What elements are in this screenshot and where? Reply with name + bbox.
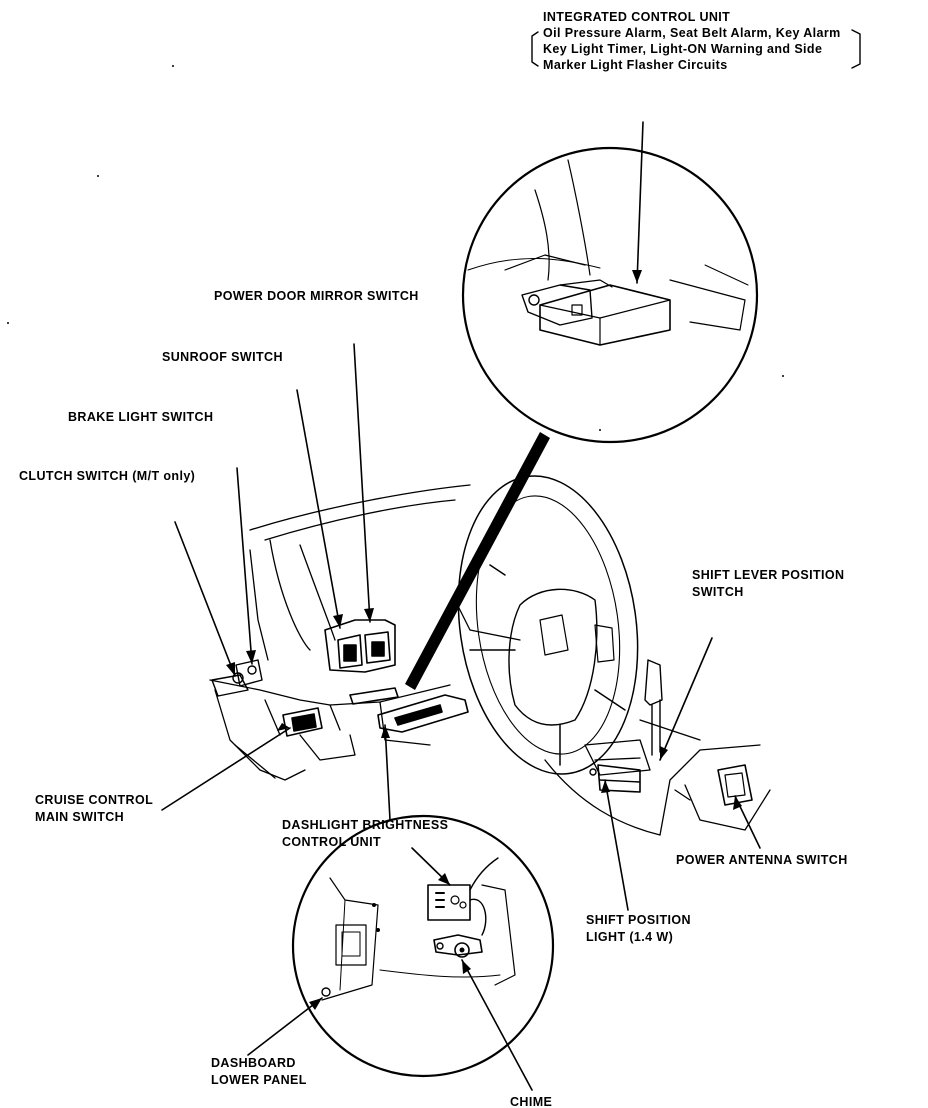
leader-cruise-switch (161, 727, 291, 811)
sunroof-switch-label: SUNROOF SWITCH (162, 350, 283, 364)
steering-wheel (457, 475, 639, 775)
leader-shift-lever-switch (659, 637, 713, 761)
leader-clutch-switch (174, 521, 236, 677)
pedal-switches (211, 659, 263, 697)
icu-line-3: Marker Light Flasher Circuits (543, 58, 728, 72)
icu-line-1: Oil Pressure Alarm, Seat Belt Alarm, Key… (543, 26, 841, 40)
brake-light-switch-label: BRAKE LIGHT SWITCH (68, 410, 214, 424)
power-antenna-switch-label: POWER ANTENNA SWITCH (676, 853, 848, 867)
shift-lever-position-switch-label: SHIFT LEVER POSITION SWITCH (692, 568, 845, 599)
icu-label: INTEGRATED CONTROL UNIT Oil Pressure Ala… (543, 9, 841, 73)
icu-label-bracket (531, 29, 861, 69)
chime-detail-circle (291, 814, 555, 1078)
leader-sunroof-switch (296, 389, 341, 629)
arrowhead-clutch-switch (226, 662, 235, 676)
arrowhead-dimmer-in-circle (438, 873, 450, 885)
switch-cluster (324, 619, 399, 705)
arrowhead-antenna-switch (733, 796, 742, 810)
icu-detail-circle (461, 146, 759, 444)
leader-lower-panel (247, 997, 323, 1056)
arrowhead-sunroof-switch (333, 614, 343, 628)
arrowheads (226, 270, 742, 1010)
dashboard-body (209, 484, 771, 836)
cruise-control-main-switch-label: CRUISE CONTROL MAIN SWITCH (35, 793, 154, 824)
column-lever-switch (377, 694, 469, 733)
icu-title: INTEGRATED CONTROL UNIT (543, 10, 731, 24)
arrowhead-shift-light (601, 780, 610, 793)
arrowhead-icu (632, 270, 642, 283)
arrowhead-chime (462, 960, 471, 974)
leader-lines (161, 121, 761, 1091)
cruise-switch (282, 707, 323, 737)
chime-label: CHIME (510, 1095, 553, 1108)
leader-shift-light (604, 779, 629, 911)
shift-position-light-label: SHIFT POSITION LIGHT (1.4 W) (586, 913, 691, 944)
arrowhead-lower-panel (309, 998, 322, 1010)
arrowhead-mirror-switch (364, 608, 374, 622)
dashboard-lower-panel-label: DASHBOARD LOWER PANEL (211, 1056, 307, 1087)
shift-lever (589, 659, 753, 806)
power-door-mirror-switch-label: POWER DOOR MIRROR SWITCH (214, 289, 419, 303)
arrowhead-brake-switch (246, 650, 256, 664)
dashlight-brightness-control-unit-label: DASHLIGHT BRIGHTNESS CONTROL UNIT (282, 818, 449, 849)
arrowhead-cruise-switch (277, 723, 290, 731)
icu-connector-band (405, 432, 550, 690)
leader-brake-switch (236, 467, 253, 665)
arrowhead-dimmer-on-dash (381, 725, 390, 738)
arrowhead-shift-lever-switch (660, 746, 668, 760)
leader-mirror-switch (353, 343, 371, 623)
leader-dimmer-on-dash (384, 724, 391, 821)
leader-chime (461, 959, 533, 1091)
icu-line-2: Key Light Timer, Light-ON Warning and Si… (543, 42, 823, 56)
clutch-switch-label: CLUTCH SWITCH (M/T only) (19, 469, 196, 483)
leader-icu (636, 121, 644, 284)
scan-specks (7, 65, 784, 431)
